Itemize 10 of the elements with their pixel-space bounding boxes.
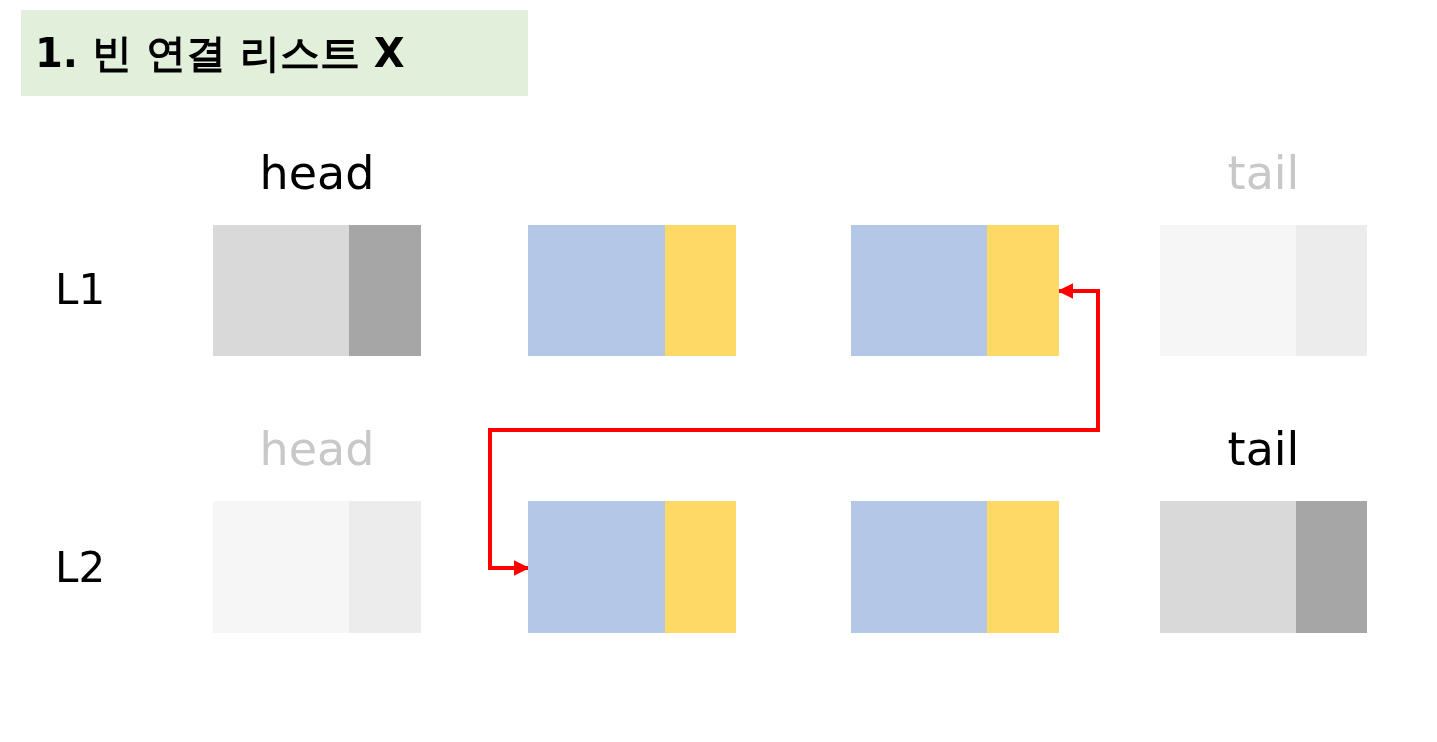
list-label: L2 [55,543,106,593]
title-banner: 1. 빈 연결 리스트 X [21,10,528,96]
connector-arrow [488,283,1100,576]
node-box [851,501,1059,633]
list-label: L1 [55,265,106,315]
pointer-label: head [258,145,376,201]
node-box [528,225,736,356]
node-box [851,225,1059,356]
node-box [528,501,736,633]
pointer-label: tail [1226,421,1301,477]
